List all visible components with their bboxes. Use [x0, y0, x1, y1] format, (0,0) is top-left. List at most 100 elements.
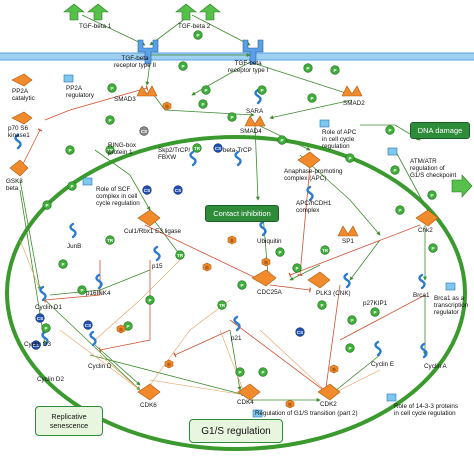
- node-cdc25a[interactable]: CDC25A: [257, 289, 282, 296]
- box-dna-damage[interactable]: DNA damage: [410, 122, 470, 139]
- other-edges: [19, 239, 381, 396]
- small-complex-glyphs: [63, 74, 456, 418]
- node-smad3[interactable]: SMAD3: [114, 96, 136, 103]
- tgf-beta-receptor-type-i: [242, 39, 264, 65]
- marker-letter: CS: [37, 316, 43, 321]
- marker-letter: B: [230, 238, 234, 243]
- node-junb[interactable]: JunB: [67, 243, 82, 250]
- marker-letter: TR: [322, 248, 329, 253]
- node-p21[interactable]: p21: [231, 335, 242, 342]
- marker-letter: TR: [194, 146, 201, 151]
- marker-letter: P: [126, 324, 129, 329]
- marker-letter: P: [181, 64, 184, 69]
- node-anaphase-promoting-complex[interactable]: Anaphase-promoting complex (APC): [284, 168, 343, 182]
- box-contact-inhibition[interactable]: Contact inhibition: [205, 205, 279, 222]
- marker-letter: B: [165, 104, 169, 109]
- marker-letter: P: [148, 298, 151, 303]
- node-brca1-transcription-role[interactable]: Brca1 as a transcription regulator: [434, 295, 469, 316]
- cell-membrane: [0, 52, 474, 61]
- node-skp2-trcp-fbxw[interactable]: Skp2/TrCP/ FBXW: [158, 147, 191, 161]
- node-atm-atr-regulation[interactable]: ATM/ATR regulation of G1/S checkpoint: [410, 158, 457, 179]
- node-cyclin-e[interactable]: Cyclin E: [371, 361, 395, 368]
- marker-letter: P: [431, 246, 434, 251]
- node-beta-trcp[interactable]: beta-TrCP: [223, 147, 252, 154]
- node-cyclin-d[interactable]: Cyclin D: [88, 363, 112, 370]
- inhibition-edges: [19, 85, 426, 398]
- marker-letter: P: [108, 118, 111, 123]
- marker-letter: P: [348, 346, 351, 351]
- marker-letter: B: [167, 362, 171, 367]
- nucleus-outline: [5, 135, 467, 451]
- marker-letter: P: [261, 370, 264, 375]
- marker-letter: CS: [141, 129, 147, 134]
- node-14-3-3-cell-cycle-role[interactable]: Role of 14-3-3 proteins in cell cycle re…: [394, 403, 459, 417]
- marker-letter: CS: [144, 188, 150, 193]
- marker-letter: P: [393, 168, 396, 173]
- node-cyclin-a[interactable]: Cyclin A: [424, 363, 447, 370]
- marker-letter: P: [388, 128, 391, 133]
- node-ubiquitin[interactable]: Ubiquitin: [257, 238, 282, 245]
- marker-letter: P: [373, 310, 376, 315]
- node-cdk2[interactable]: CDK2: [320, 401, 337, 408]
- node-tgf-beta-1[interactable]: TGF-beta 1: [79, 23, 112, 30]
- marker-letter: TR: [107, 238, 114, 243]
- node-ring-box-protein-1[interactable]: RING-box protein 1: [108, 142, 136, 156]
- node-p15[interactable]: p15: [152, 263, 163, 270]
- node-chk2[interactable]: Chk2: [418, 227, 433, 234]
- node-p27kip1[interactable]: p27KIP1: [363, 300, 388, 307]
- node-cyclin-d3[interactable]: Cyclin D3: [24, 341, 51, 348]
- node-brca1[interactable]: Brca1: [413, 292, 430, 299]
- tgf-beta-receptor-type-ii: [137, 39, 159, 65]
- node-apc-cell-cycle-role[interactable]: Role of APC in cell cycle regulation: [322, 129, 357, 150]
- node-gsk3-beta[interactable]: GSK3 beta: [6, 178, 23, 192]
- node-smad4[interactable]: SMAD4: [240, 128, 262, 135]
- marker-letter: P: [230, 115, 233, 120]
- marker-letter: P: [348, 156, 351, 161]
- node-sp1[interactable]: SP1: [342, 238, 354, 245]
- node-plk3-cnk[interactable]: PLK3 (CNK): [316, 290, 351, 297]
- node-cyclin-d2[interactable]: Cyclin D2: [37, 376, 64, 383]
- marker-letter: B: [264, 260, 268, 265]
- node-cul1-rbx1-e3-ligase[interactable]: Cul1/Rbx1 E3 ligase: [124, 228, 182, 235]
- marker-letter: P: [320, 303, 323, 308]
- marker-letter: P: [240, 283, 243, 288]
- node-pp2a-catalytic[interactable]: PP2A catalytic: [12, 88, 35, 102]
- marker-letter: TR: [107, 148, 114, 153]
- marker-letter: P: [310, 96, 313, 101]
- marker-letter: P: [61, 262, 64, 267]
- tgf-beta-1-ligand: [63, 3, 109, 21]
- node-pp2a-regulatory[interactable]: PP2A regulatory: [66, 85, 95, 99]
- marker-letter: CS: [85, 323, 91, 328]
- node-tgf-beta-receptor-i[interactable]: TGF-beta receptor type I: [228, 60, 269, 74]
- node-p70-s6-kinase1[interactable]: p70 S6 kinase1: [8, 125, 30, 139]
- node-scf-cell-cycle-role[interactable]: Role of SCF complex in cell cycle regula…: [96, 186, 140, 207]
- node-g1s-transition-part2[interactable]: Regulation of G1/S transition (part 2): [255, 410, 358, 417]
- node-cdk4[interactable]: CDK4: [237, 399, 254, 406]
- marker-letter: P: [45, 203, 48, 208]
- node-tgf-beta-receptor-ii[interactable]: TGF-beta receptor type II: [114, 55, 156, 69]
- node-apc-hcdh1-complex[interactable]: APC/hCDH1 complex: [296, 200, 332, 214]
- marker-letter: P: [196, 33, 199, 38]
- marker-letter: P: [430, 193, 433, 198]
- marker-letter: B: [119, 327, 123, 332]
- node-sara[interactable]: SARA: [246, 108, 264, 115]
- marker-letter: P: [80, 288, 83, 293]
- marker-letter: P: [238, 370, 241, 375]
- box-replicative-senescence[interactable]: Replicative senescence: [35, 406, 103, 436]
- tgf-beta-2-ligand: [175, 3, 221, 21]
- box-g1s-regulation[interactable]: G1/S regulation: [189, 419, 283, 443]
- node-p16ink4[interactable]: p16INK4: [86, 290, 111, 297]
- marker-letter: B: [332, 367, 336, 372]
- marker-letter: P: [204, 88, 207, 93]
- activation-edges: [19, 14, 431, 402]
- marker-letter: P: [44, 326, 47, 331]
- marker-letter: P: [350, 318, 353, 323]
- node-cdk6[interactable]: CDK6: [140, 402, 157, 409]
- node-cyclin-d1[interactable]: Cyclin D1: [35, 304, 62, 311]
- node-tgf-beta-2[interactable]: TGF-beta 2: [178, 23, 211, 30]
- smad-glyphs: [136, 85, 363, 237]
- marker-letter: P: [278, 250, 281, 255]
- node-smad2[interactable]: SMAD2: [343, 100, 365, 107]
